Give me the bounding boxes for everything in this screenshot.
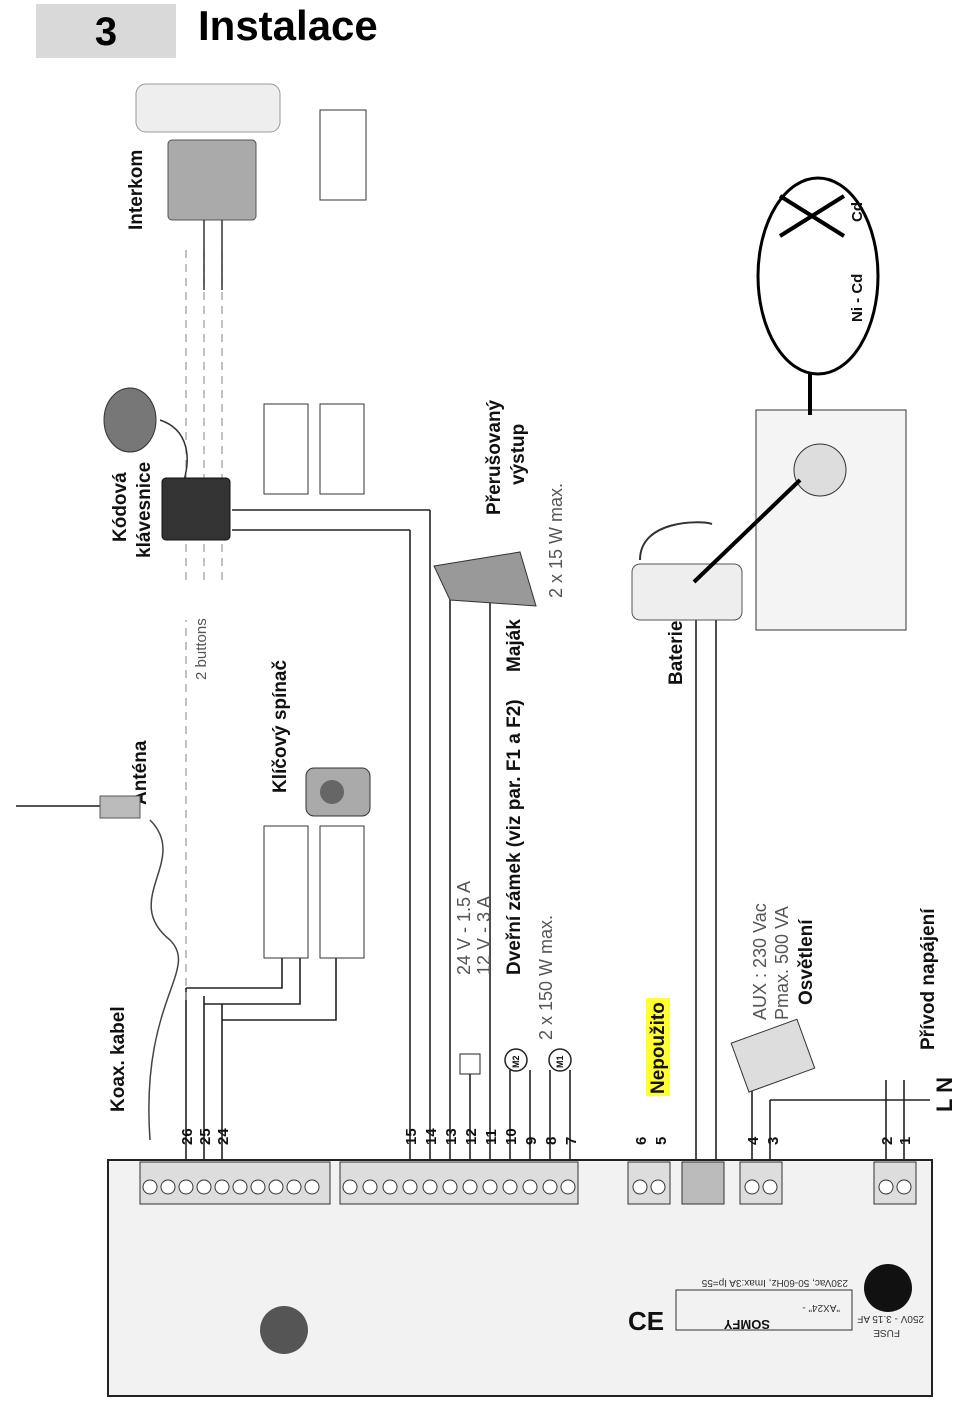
keypad-image	[103, 387, 231, 541]
label-aux-1: AUX : 230 Vac	[750, 903, 770, 1020]
door-lock-symbol	[459, 1053, 481, 1075]
board-fuse-spec: 250V - 3.15 AF	[857, 1313, 924, 1324]
wires	[185, 509, 930, 1160]
battery-image	[631, 521, 743, 621]
page-title: Instalace	[198, 2, 378, 49]
label-interkom: Interkom	[126, 150, 147, 230]
control-board: SOMFY "AX24" - 230Vac, 50-60Hz, Imax:3A …	[107, 1159, 933, 1397]
terminal-25: 25	[197, 1128, 214, 1145]
fuse-holder	[864, 1264, 912, 1312]
terminal-7: 7	[563, 1137, 580, 1145]
svg-text:M1: M1	[555, 1055, 565, 1068]
motor-m2: M2	[504, 1048, 528, 1072]
label-majak-max: 2 x 15 W max.	[546, 483, 566, 598]
label-baterie: Baterie	[666, 621, 687, 685]
label-motor-max: 2 x 150 W max.	[536, 915, 556, 1040]
section-number-box: 3	[36, 4, 176, 58]
keyswitch-boxes	[263, 109, 367, 959]
label-kodova-1: Kódová	[110, 472, 131, 542]
label-voltage-2: 12 V - 3 A	[474, 896, 494, 975]
svg-text:M2: M2	[511, 1055, 521, 1068]
terminal-13: 13	[443, 1128, 460, 1145]
label-antena: Anténa	[130, 740, 151, 805]
label-majak: Maják	[504, 619, 525, 672]
key-switch-image	[305, 767, 371, 817]
label-privod: Přívod napájení	[918, 908, 939, 1050]
terminal-numbers: 26 25 24 15 14 13 12 11 10 9 8 7 6 5 4 3…	[179, 1128, 914, 1145]
board-knob	[260, 1306, 308, 1354]
lamp-image	[730, 1018, 816, 1093]
terminal-5: 5	[653, 1137, 670, 1145]
label-nepouzito: Nepoužito	[648, 1002, 669, 1094]
terminal-24: 24	[215, 1128, 232, 1145]
board-model: "AX24" -	[802, 1302, 840, 1313]
terminal-15: 15	[403, 1128, 420, 1145]
terminal-2: 2	[879, 1137, 896, 1145]
motor-m1: M1	[548, 1048, 572, 1072]
control-unit-image	[692, 365, 907, 631]
label-dverni: Dveřní zámek (viz par. F1 a F2)	[504, 699, 525, 975]
terminal-6: 6	[633, 1137, 650, 1145]
nepouzito-highlight	[646, 998, 670, 1096]
intercom-image	[135, 83, 281, 290]
label-preruseny-1: Přerušovaný	[484, 399, 505, 515]
terminal-12: 12	[463, 1128, 480, 1145]
label-osvetleni: Osvětlení	[796, 919, 817, 1005]
section-number: 3	[94, 10, 118, 54]
label-voltage-1: 24 V - 1.5 A	[454, 881, 474, 975]
label-nicd: Ni - Cd	[849, 274, 866, 322]
label-ln: L N	[932, 1077, 957, 1112]
terminal-1: 1	[897, 1137, 914, 1145]
label-cd: Cd	[849, 202, 866, 222]
label-aux-2: Pmax. 500 VA	[772, 906, 792, 1020]
antenna-image	[16, 795, 180, 1141]
ce-mark: CE	[628, 1306, 664, 1336]
terminal-14: 14	[423, 1128, 440, 1145]
board-spec: 230Vac, 50-60Hz, Imax:3A Ip=55	[701, 1277, 848, 1288]
terminal-26: 26	[179, 1128, 196, 1145]
terminal-11: 11	[483, 1129, 500, 1145]
label-kodova-2: klávesnice	[134, 462, 155, 558]
label-buttons: 2 buttons	[193, 618, 210, 680]
label-preruseny-2: výstup	[508, 424, 529, 485]
terminal-8: 8	[543, 1137, 560, 1145]
recycling-symbol: Cd Ni - Cd	[756, 176, 880, 376]
terminal-3: 3	[765, 1137, 782, 1145]
terminal-4: 4	[745, 1136, 762, 1145]
board-brand: SOMFY	[723, 1317, 770, 1332]
board-fuse-label: FUSE	[873, 1327, 900, 1338]
terminal-10: 10	[503, 1128, 520, 1145]
terminal-9: 9	[523, 1137, 540, 1145]
beacon-image	[433, 551, 537, 607]
terminal-screws	[142, 1179, 912, 1195]
label-koax: Koax. kabel	[108, 1006, 129, 1112]
label-klicovy: Klíčový spínač	[270, 660, 291, 793]
dashed-wires	[185, 250, 223, 1000]
